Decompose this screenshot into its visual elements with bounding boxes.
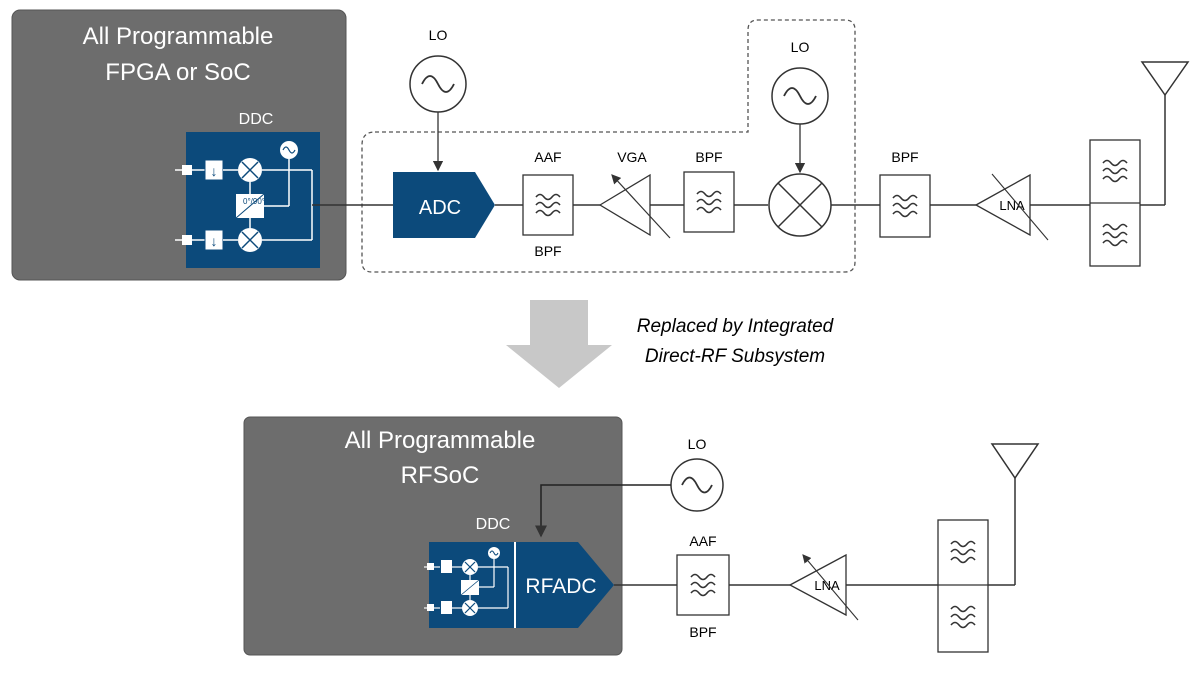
top-decimator-q-icon: ↓ xyxy=(211,233,218,249)
bottom-antenna-icon xyxy=(990,443,1040,585)
transition-text-line1: Replaced by Integrated xyxy=(637,316,835,337)
top-adc-block: ADC xyxy=(393,172,495,238)
bottom-ddc-mixer-q-icon xyxy=(462,600,478,616)
transition-arrow xyxy=(506,300,612,388)
top-lna: LNA xyxy=(974,173,1049,241)
top-vga-label: VGA xyxy=(617,149,647,165)
bottom-lna: LNA xyxy=(788,553,859,621)
bottom-ddc-block xyxy=(424,542,514,628)
bottom-lo-label: LO xyxy=(688,436,707,452)
bottom-device-title-line1: All Programmable xyxy=(345,427,536,454)
bottom-aaf-label: AAF xyxy=(689,533,716,549)
top-bpf1-filter: BPF xyxy=(683,149,735,233)
bottom-lo: LO xyxy=(535,436,724,538)
down-arrow-icon xyxy=(506,300,612,388)
top-device-title-line1: All Programmable xyxy=(83,23,274,50)
bottom-ddc-mixer-i-icon xyxy=(462,559,478,575)
top-duplexer-filter xyxy=(1089,139,1141,267)
top-bpf2-label: BPF xyxy=(891,149,918,165)
top-aaf-bottom-label: BPF xyxy=(534,243,561,259)
top-ddc-nco-icon xyxy=(280,141,298,159)
top-antenna-icon xyxy=(1140,61,1190,205)
top-lo2: LO xyxy=(771,39,829,174)
top-mixer-icon xyxy=(768,173,832,237)
top-vga-amplifier-icon xyxy=(598,173,651,237)
top-aaf-label: AAF xyxy=(534,149,561,165)
bottom-ddc-label: DDC xyxy=(476,516,511,533)
top-lo1: LO xyxy=(409,27,467,172)
top-decimator-i-icon: ↓ xyxy=(211,163,218,179)
top-lna-label: LNA xyxy=(999,198,1025,213)
top-adc-label: ADC xyxy=(419,197,461,219)
top-ddc-input-i xyxy=(182,165,192,175)
top-phase-label: 0°/90° xyxy=(243,197,265,206)
bottom-rfadc-block: RFADC xyxy=(514,542,614,628)
top-ddc-input-q xyxy=(182,235,192,245)
bottom-duplexer-filter xyxy=(937,519,989,653)
bottom-aaf-bottom-label: BPF xyxy=(689,624,716,640)
top-ddc-mixer-i-icon xyxy=(238,158,262,182)
top-device-title-line2: FPGA or SoC xyxy=(105,59,250,86)
bottom-ddc-nco-icon xyxy=(488,547,500,559)
top-lo2-label: LO xyxy=(791,39,810,55)
top-ddc-label: DDC xyxy=(239,111,274,128)
top-ddc-mixer-q-icon xyxy=(238,228,262,252)
transition-text-line2: Direct-RF Subsystem xyxy=(645,346,825,367)
bottom-aaf-filter: AAF BPF xyxy=(676,533,730,640)
top-vga: VGA xyxy=(598,149,671,239)
top-ddc-block: ↓ ↓ 0°/90° xyxy=(175,132,320,268)
bottom-lna-label: LNA xyxy=(814,578,840,593)
top-aaf-filter: AAF BPF xyxy=(522,149,574,259)
bottom-rfadc-label: RFADC xyxy=(525,575,596,598)
top-bpf1-label: BPF xyxy=(695,149,722,165)
top-bpf2-filter: BPF xyxy=(879,149,931,238)
bottom-device-title-line2: RFSoC xyxy=(401,462,480,489)
top-lo1-label: LO xyxy=(429,27,448,43)
